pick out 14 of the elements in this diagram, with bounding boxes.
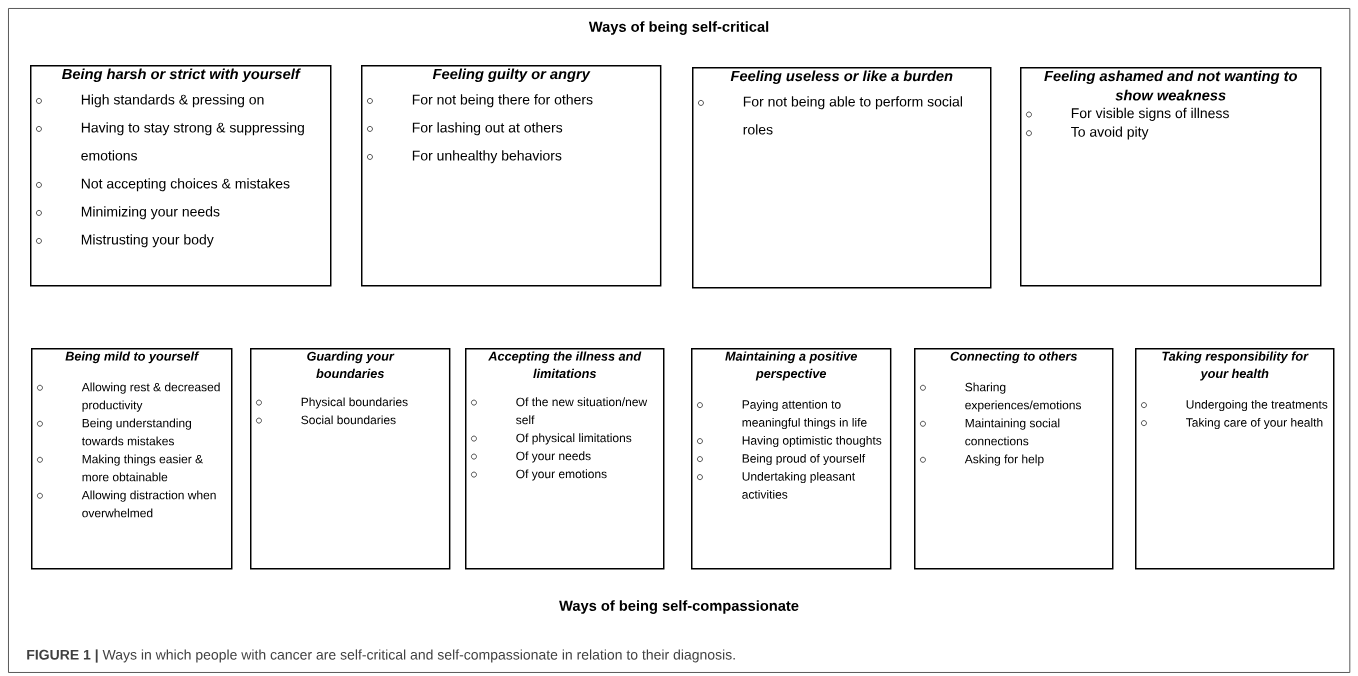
caption: FIGURE 1 | Ways in which people with cancer are self-critical and self-compassionate in relation to their diagnosis. — [27, 649, 735, 663]
category-box: Connecting to others Sharing experiences/emotions Maintaining social connections Asking for help — [914, 348, 1114, 570]
category-box: Being harsh or strict with yourself High standards & pressing on Having to stay strong & suppressing emotions Not accepting choices & mistakes Minimizing your needs Mistrusting your body — [30, 65, 332, 287]
heading: Ways of being self-compassionate — [559, 600, 799, 614]
category-box: Feeling guilty or angry For not being there for others For lashing out at others For unhealthy behaviors — [361, 65, 662, 287]
category-box: Maintaining a positive perspective Paying attention to meaningful things in life Having optimistic thoughts Being proud of yourself Undertaking pleasant activities — [691, 348, 892, 570]
category-box: Accepting the illness and limitations Of the new situation/new self Of physical limitations Of your needs Of your emotions — [465, 348, 665, 570]
heading: Ways of being self-critical — [588, 21, 769, 35]
category-box: Feeling ashamed and not wanting to show weakness For visible signs of illness To avoid pity — [1020, 67, 1322, 287]
category-box: Feeling useless or like a burden For not being able to perform social roles — [692, 67, 992, 289]
category-box: Taking responsibility for your health Undergoing the treatments Taking care of your health — [1135, 348, 1335, 570]
frame — [8, 8, 1351, 673]
category-box: Being mild to yourself Allowing rest & decreased productivity Being understanding towards mistakes Making things easier & more obtainable Allowing distraction when overwhelmed — [31, 348, 233, 570]
category-box: Guarding your boundaries Physical boundaries Social boundaries — [250, 348, 451, 570]
